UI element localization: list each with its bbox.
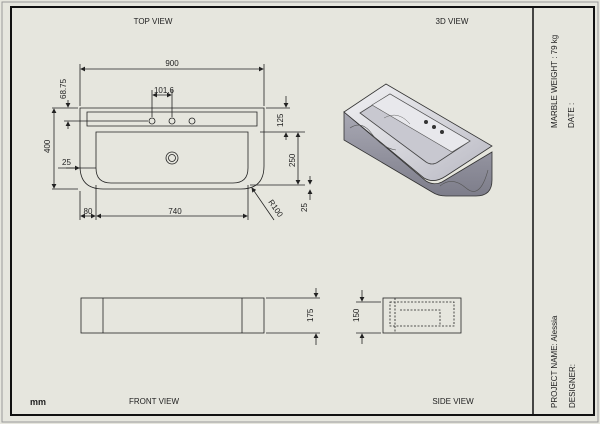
dim-side-height: 150 (352, 308, 361, 322)
basin-back-rim (371, 93, 471, 153)
marble-weight-text: MARBLE WEIGHT : 79 kg (550, 35, 559, 128)
side-hidden-bowl (389, 301, 455, 327)
dim-left-margin: 80 (84, 207, 93, 216)
dim-tap-offset: 68.75 (59, 78, 68, 99)
marble-vein-1 (349, 124, 397, 151)
project-name-text: PROJECT NAME: Alessia (550, 315, 559, 408)
front-outline (80, 297, 265, 334)
basin-front-face (343, 111, 493, 197)
inner-border (10, 6, 595, 416)
units-label: mm (30, 397, 46, 407)
dim-bowl-depth: 250 (288, 153, 297, 167)
dim-depth: 400 (43, 139, 52, 153)
tap-hole-left (148, 117, 156, 125)
date-label: DATE : (567, 103, 576, 128)
dim-overall-width: 900 (165, 59, 179, 68)
dim-bowl-width: 740 (168, 207, 182, 216)
dim-rim: 125 (276, 113, 285, 127)
side-view-label: SIDE VIEW (432, 397, 474, 406)
side-hidden-inner (400, 309, 441, 326)
dim-base-offset: 25 (300, 203, 309, 212)
iso-tap-hole-3 (440, 130, 444, 134)
front-view (80, 288, 320, 345)
iso-view-label: 3D VIEW (436, 17, 469, 26)
drain-outer (165, 151, 179, 165)
marble-vein-2 (439, 169, 489, 192)
tap-hole-right (188, 117, 196, 125)
basin-outline (79, 107, 265, 190)
iso-tap-hole-1 (424, 120, 428, 124)
marble-vein-3 (383, 114, 411, 125)
dim-tap-spacing: 101.6 (154, 86, 175, 95)
iso-view (343, 83, 493, 197)
tap-hole-center (168, 117, 176, 125)
designer-label: DESIGNER: (568, 364, 577, 408)
iso-tap-hole-2 (432, 125, 436, 129)
front-view-label: FRONT VIEW (129, 397, 180, 406)
top-view (51, 64, 313, 221)
dim-wall: 25 (62, 158, 71, 167)
side-view (356, 290, 462, 344)
drain-inner (168, 154, 176, 162)
side-outline (382, 297, 462, 334)
top-view-dimensions: 900 101.6 68.75 400 25 125 250 25 80 740… (43, 59, 309, 219)
top-view-label: TOP VIEW (134, 17, 173, 26)
dim-front-height: 175 (306, 308, 315, 322)
bowl-outline (95, 131, 249, 184)
